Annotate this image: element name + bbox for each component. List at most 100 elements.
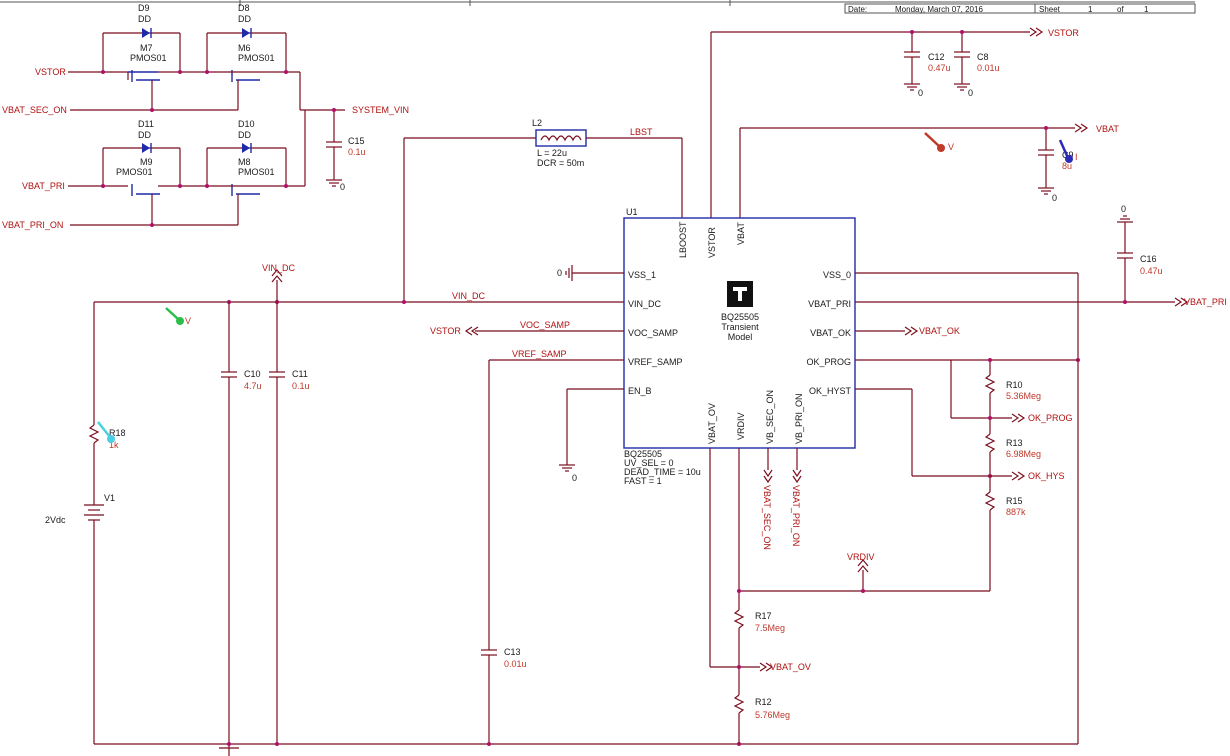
- net-vstor-left: VSTOR: [35, 67, 66, 77]
- title-date-label: Date:: [848, 5, 867, 14]
- ic-label-line3: Model: [728, 332, 753, 342]
- d11-model: DD: [138, 130, 151, 140]
- title-sheet-number: 1: [1088, 5, 1093, 14]
- current-probe-r18[interactable]: [97, 421, 111, 438]
- net-ok-hys: OK_HYS: [1028, 471, 1065, 481]
- d11-refdes: D11: [138, 119, 154, 129]
- c11-value: 0.1u: [292, 381, 310, 391]
- net-vbat-ok: VBAT_OK: [919, 326, 960, 336]
- d10-model: DD: [238, 130, 251, 140]
- r10-refdes: R10: [1006, 380, 1023, 390]
- m7-refdes: M7: [140, 43, 153, 53]
- net-vin-dc: VIN_DC: [452, 291, 486, 301]
- net-vbat-top: VBAT: [1096, 124, 1119, 134]
- r15-value: 887k: [1006, 507, 1026, 517]
- d10-refdes: D10: [238, 119, 255, 129]
- vstor-network: VSTOR C12 0.47u 0 C8 0.01u 0: [710, 27, 1079, 218]
- ic-u1: U1 BQ25505 Transient Model VSS_1 VIN_DC …: [623, 207, 856, 486]
- net-vbat-pri-right: VBAT_PRI: [1184, 297, 1227, 307]
- c9-gnd: 0: [1052, 193, 1057, 203]
- ic-label-line2: Transient: [721, 322, 759, 332]
- probe-v-label-vin: V: [185, 316, 191, 326]
- net-vbat-pri-left: VBAT_PRI: [22, 181, 65, 191]
- title-sheet-label: Sheet: [1039, 5, 1061, 14]
- net-ok-prog: OK_PROG: [1028, 413, 1073, 423]
- v1-value: 2Vdc: [45, 515, 66, 525]
- c10-value: 4.7u: [244, 381, 262, 391]
- r17-refdes: R17: [755, 611, 772, 621]
- c16-value: 0.47u: [1140, 266, 1163, 276]
- voltage-probe-vbat[interactable]: [924, 132, 941, 148]
- pin-vbat-pri: VBAT_PRI: [808, 299, 851, 309]
- r12-refdes: R12: [755, 697, 772, 707]
- pin-vin-dc: VIN_DC: [628, 299, 662, 309]
- title-block: Date: Monday, March 07, 2016 Sheet 1 of …: [0, 0, 1196, 14]
- m8-model: PMOS01: [238, 167, 275, 177]
- c8-refdes: C8: [977, 52, 989, 62]
- net-vbat-pri-on-vertical: VBAT_PRI_ON: [791, 485, 801, 546]
- d9-refdes: D9: [138, 3, 150, 13]
- c15-value: 0.1u: [348, 147, 366, 157]
- pin-lboost: LBOOST: [678, 221, 688, 258]
- net-vstor-voc: VSTOR: [430, 326, 461, 336]
- pin-vstor: VSTOR: [707, 227, 717, 258]
- net-vbat-ov: VBAT_OV: [770, 662, 811, 672]
- ic-param-2: FAST = 1: [624, 476, 662, 486]
- c15-refdes: C15: [348, 136, 365, 146]
- vss1-gnd-label: 0: [557, 268, 562, 278]
- pin-ok-prog: OK_PROG: [806, 357, 851, 367]
- current-probe-c9[interactable]: [1058, 139, 1070, 159]
- pin-vb-sec-on: VB_SEC_ON: [765, 390, 775, 444]
- r15-refdes: R15: [1006, 496, 1023, 506]
- switch-matrix: D9 DD D8 DD M7 PMOS01 M6 PMOS01 D11 DD D…: [68, 3, 366, 227]
- pin-vbat-ov: VBAT_OV: [707, 403, 717, 444]
- m7-model: PMOS01: [130, 53, 167, 63]
- c13-refdes: C13: [504, 647, 521, 657]
- net-lbst: LBST: [630, 127, 653, 137]
- pin-vbat: VBAT: [736, 222, 746, 245]
- pin-vss1: VSS_1: [628, 270, 656, 280]
- c8-value: 0.01u: [977, 63, 1000, 73]
- pin-voc-samp: VOC_SAMP: [628, 328, 678, 338]
- r17-value: 7.5Meg: [755, 623, 785, 633]
- net-vref-samp: VREF_SAMP: [512, 349, 567, 359]
- ic-param-0: UV_SEL = 0: [624, 458, 673, 468]
- d8-refdes: D8: [238, 3, 250, 13]
- c16-gnd: 0: [1121, 204, 1126, 214]
- m6-model: PMOS01: [238, 53, 275, 63]
- title-sheet-total: 1: [1144, 5, 1149, 14]
- c13-value: 0.01u: [504, 659, 527, 669]
- net-system-vin: SYSTEM_VIN: [352, 105, 409, 115]
- u1-refdes: U1: [626, 207, 638, 217]
- c12-value: 0.47u: [928, 63, 951, 73]
- probe-i-label-c9: I: [1075, 152, 1078, 162]
- d9-model: DD: [138, 14, 151, 24]
- c16-refdes: C16: [1140, 254, 1157, 264]
- c11-refdes: C11: [292, 369, 308, 379]
- pin-vbat-ok: VBAT_OK: [810, 328, 851, 338]
- diode-d9-symbol: [142, 28, 150, 38]
- r18-value: 1k: [109, 440, 119, 450]
- r18-refdes: R18: [109, 428, 126, 438]
- pin-en-b: EN_B: [628, 386, 652, 396]
- net-vbat-pri-on-left: VBAT_PRI_ON: [2, 220, 63, 230]
- c10-refdes: C10: [244, 369, 261, 379]
- diode-d10-symbol: [242, 143, 250, 153]
- title-date-value: Monday, March 07, 2016: [895, 5, 983, 14]
- ic-model-name: BQ25505: [624, 449, 662, 459]
- pin-vss0: VSS_0: [823, 270, 851, 280]
- inductor-l2: L2 L = 22u DCR = 50m LBST: [403, 118, 683, 302]
- r10-value: 5.36Meg: [1006, 391, 1041, 401]
- l2-value: L = 22u: [537, 148, 567, 158]
- pin-ok-hyst: OK_HYST: [809, 386, 852, 396]
- net-vstor-top: VSTOR: [1048, 28, 1079, 38]
- m9-refdes: M9: [140, 157, 153, 167]
- diode-d8-symbol: [242, 28, 250, 38]
- net-vin-dc-tag: VIN_DC: [262, 263, 296, 273]
- voltage-probe-vin[interactable]: [165, 307, 179, 320]
- pin-vref-samp: VREF_SAMP: [628, 357, 683, 367]
- d8-model: DD: [238, 14, 251, 24]
- v1-refdes: V1: [104, 493, 115, 503]
- en-b-gnd: 0: [572, 473, 577, 483]
